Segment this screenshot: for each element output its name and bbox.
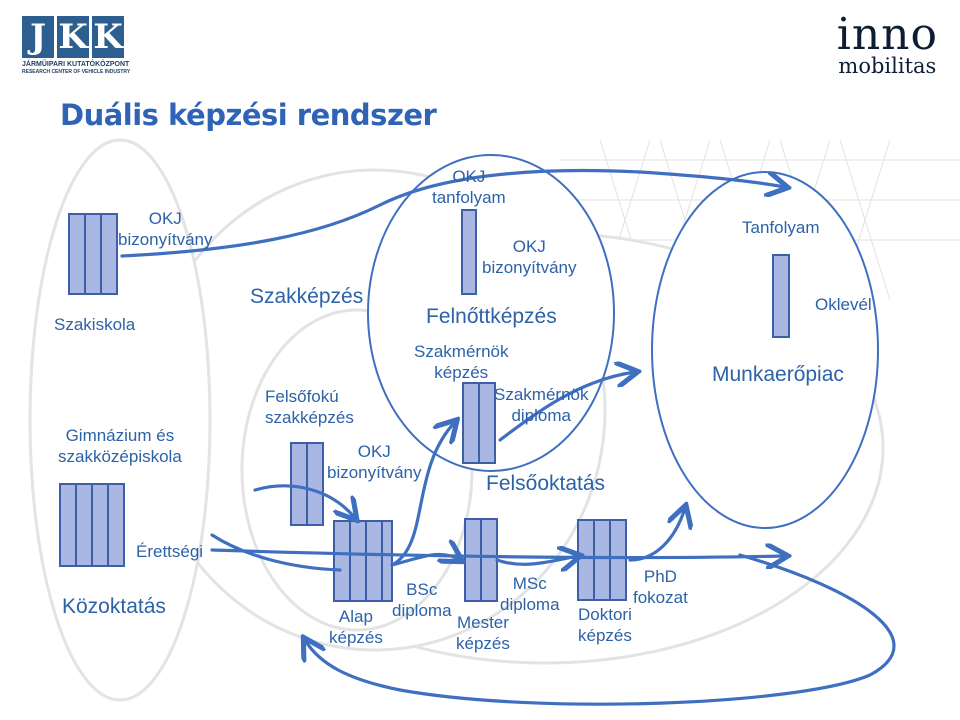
label-kozoktatas: Közoktatás xyxy=(62,595,166,618)
label-okj-certificate-school: OKJ bizonyítvány xyxy=(118,209,213,249)
arrow-loop-back xyxy=(305,553,896,706)
label-bsc-diploma: BSc diploma xyxy=(392,580,452,620)
label-okj-certificate-vocational: OKJ bizonyítvány xyxy=(327,442,422,482)
arrow-vocational-to-bsc xyxy=(253,484,355,518)
msc-blocks xyxy=(464,518,498,602)
label-szakkepzes: Szakképzés xyxy=(250,285,364,308)
label-phd-degree: PhD fokozat xyxy=(633,567,688,607)
label-felsofoku-szakkepzes: Felsőfokú szakképzés xyxy=(265,387,354,427)
logo-line-1: JÁRMŰIPARI KUTATÓKÖZPONT xyxy=(22,61,130,68)
label-szakiskola: Szakiskola xyxy=(54,315,136,334)
logo-line-2: RESEARCH CENTER OF VEHICLE INDUSTRY xyxy=(22,69,131,75)
label-specialist-engineer-training: Szakmérnök képzés xyxy=(414,342,509,382)
adult-certificate-block xyxy=(461,209,477,295)
label-master-training: Mester képzés xyxy=(456,613,510,653)
arrow-school-to-labor-market xyxy=(120,168,785,258)
logo-letter-j: J xyxy=(22,16,54,58)
vocational-certificate-blocks xyxy=(290,442,324,526)
logo-letter-k2: K xyxy=(92,16,124,58)
inno-mobilitas-logo: inno mobilitas xyxy=(836,9,938,78)
arrow-phd-to-labor-market xyxy=(628,508,685,562)
label-munkaeropiac: Munkaerőpiac xyxy=(712,363,844,386)
label-msc-diploma: MSc diploma xyxy=(500,574,560,614)
logo-letter-k1: K xyxy=(57,16,89,58)
page-title: Duális képzési rendszer xyxy=(60,98,437,132)
logo-word-mobilitas: mobilitas xyxy=(838,54,937,78)
label-okj-certificate-adult: OKJ bizonyítvány xyxy=(482,237,577,277)
matura-blocks xyxy=(59,483,125,567)
logo-word-inno: inno xyxy=(836,9,938,60)
label-erettsegi: Érettségi xyxy=(136,542,204,561)
phd-blocks xyxy=(577,519,627,601)
adult-education-ellipse xyxy=(367,154,615,472)
jkk-logo: J K K JÁRMŰIPARI KUTATÓKÖZPONT RESEARCH … xyxy=(22,16,130,76)
label-specialist-engineer-diploma: Szakmérnök diploma xyxy=(494,385,589,425)
specialist-engineer-diploma-blocks xyxy=(462,382,496,464)
label-felsooktatas: Felsőoktatás xyxy=(486,472,606,495)
arrow-matura-to-bsc xyxy=(210,533,342,572)
label-felnottkepzes: Felnőttképzés xyxy=(426,305,557,328)
school-certificate-blocks xyxy=(68,213,118,295)
label-tanfolyam: Tanfolyam xyxy=(742,218,820,237)
label-okj-course: OKJ tanfolyam xyxy=(432,167,506,207)
label-bachelor-training: Alap képzés xyxy=(329,607,383,647)
label-gimnazium: Gimnázium és szakközépiskola xyxy=(58,426,182,466)
arrow-matura-to-tertiary xyxy=(210,550,785,558)
label-doctoral-training: Doktori képzés xyxy=(578,605,632,645)
diploma-of-completion-block xyxy=(772,254,790,338)
flow-arrows xyxy=(120,168,896,706)
label-oklevel: Oklevél xyxy=(815,295,872,314)
arrow-specialist-to-labor-market xyxy=(498,372,635,442)
bsc-blocks xyxy=(333,520,393,602)
